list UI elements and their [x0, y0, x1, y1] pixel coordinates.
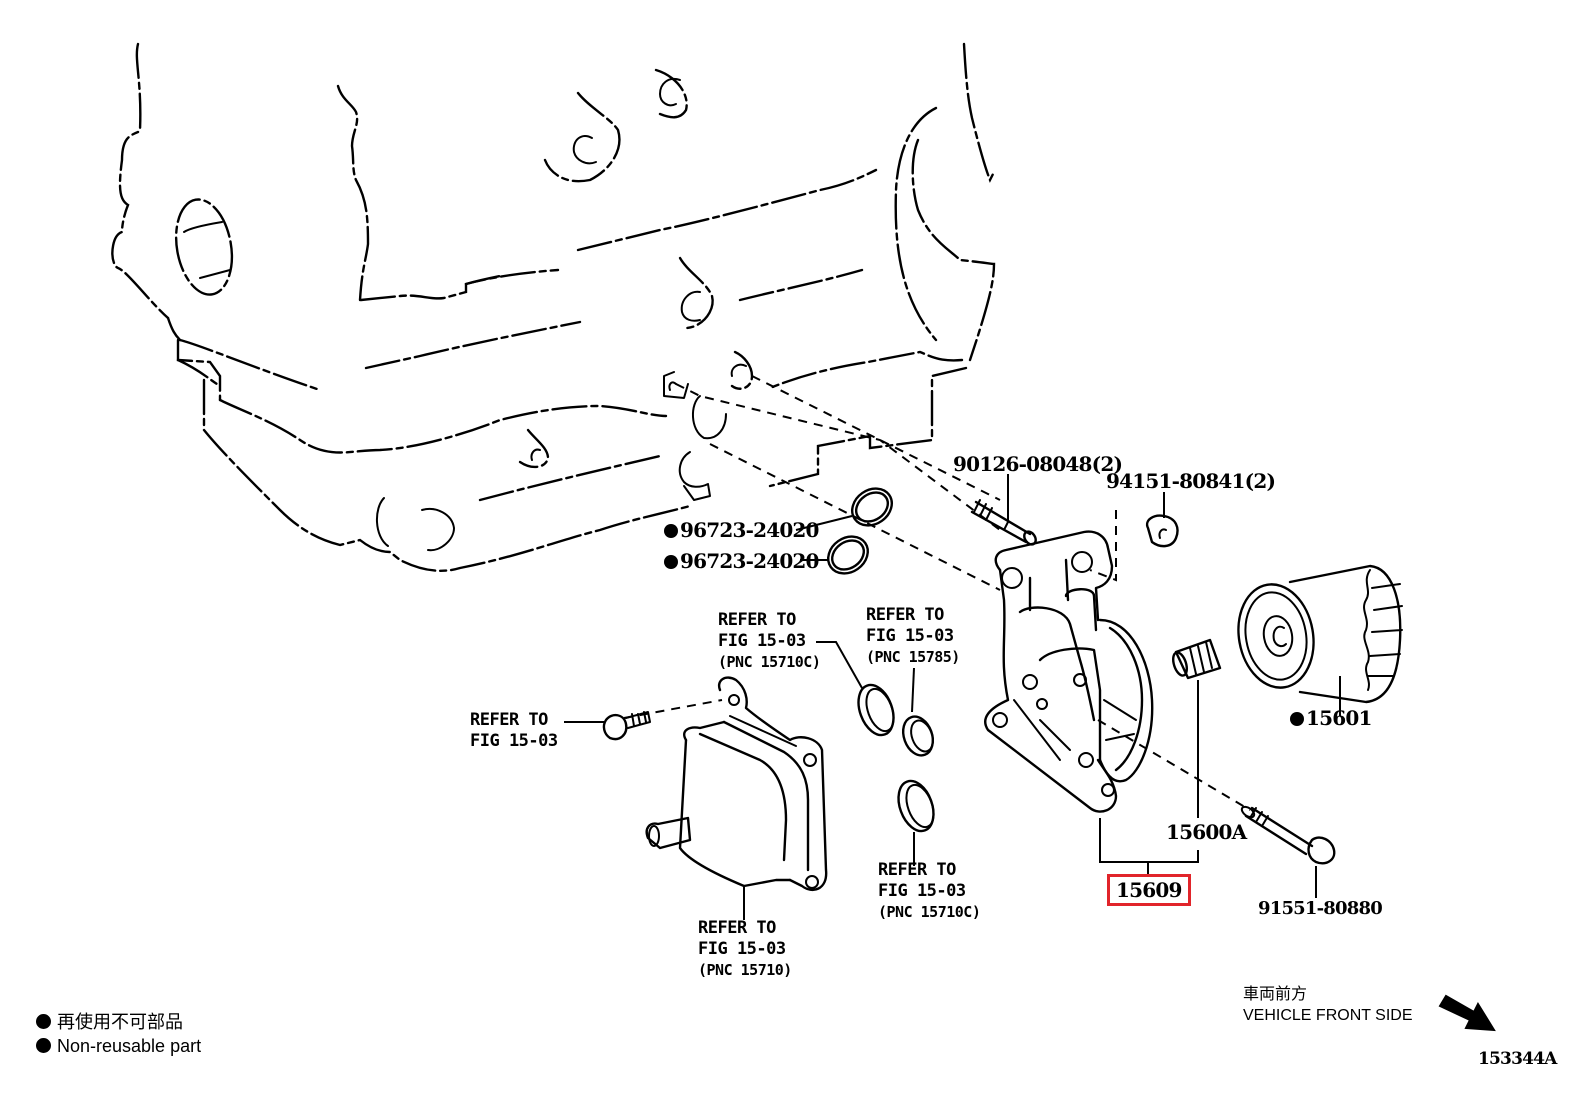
non-reusable-marker-icon	[1290, 712, 1304, 726]
oil-filter-part-no: 15601	[1306, 706, 1372, 730]
gasket-lower-part-no: 96723-24020	[680, 549, 819, 573]
vehicle-front-english: VEHICLE FRONT SIDE	[1243, 1007, 1413, 1024]
callout-gasket-upper[interactable]: 96723-24020	[664, 518, 819, 542]
non-reusable-marker-icon	[36, 1014, 51, 1029]
assembly-lines	[623, 375, 1251, 811]
non-reusable-marker-icon	[664, 555, 678, 569]
refer-line1: REFER TO	[866, 605, 944, 625]
callout-stud[interactable]: 90126-08048(2)	[953, 452, 1123, 476]
refer-line2: FIG 15-03	[878, 881, 966, 901]
oil-filter-part	[1237, 564, 1403, 704]
callout-ring-15785[interactable]: REFER TO FIG 15-03 (PNC 15785)	[866, 605, 960, 668]
vehicle-front-note: 車両前方 VEHICLE FRONT SIDE	[1243, 984, 1413, 1026]
callout-ring-15710c-bottom[interactable]: REFER TO FIG 15-03 (PNC 15710C)	[878, 860, 981, 923]
refer-pnc: (PNC 15710C)	[718, 653, 821, 671]
o-ring-gaskets	[827, 487, 893, 575]
cooler-seal-rings	[857, 683, 935, 833]
refer-pnc: (PNC 15710C)	[878, 903, 981, 921]
callout-oil-filter[interactable]: 15601	[1290, 706, 1372, 730]
callout-nut[interactable]: 94151-80841(2)	[1106, 469, 1276, 493]
non-reusable-marker-icon	[664, 524, 678, 538]
arrow-down-right-icon	[1438, 994, 1496, 1032]
callout-cooler-bolt[interactable]: REFER TO FIG 15-03	[470, 710, 558, 752]
legend-japanese: 再使用不可部品	[36, 1010, 183, 1034]
callout-oil-cooler[interactable]: REFER TO FIG 15-03 (PNC 15710)	[698, 918, 792, 981]
leader-lines	[564, 474, 1341, 920]
oil-cooler-part	[645, 676, 828, 891]
callout-bolt[interactable]: 91551-80880	[1258, 898, 1383, 919]
refer-line1: REFER TO	[698, 918, 776, 938]
stud-part	[970, 499, 1037, 546]
refer-line1: REFER TO	[470, 710, 548, 730]
union-part	[1171, 638, 1222, 680]
callout-gasket-lower[interactable]: 96723-24020	[664, 549, 819, 573]
callout-union[interactable]: 15600A	[1166, 820, 1247, 844]
refer-line2: FIG 15-03	[718, 631, 806, 651]
engine-block-holes	[174, 68, 754, 552]
refer-line1: REFER TO	[878, 860, 956, 880]
callout-bracket-assy-highlighted[interactable]: 15609	[1107, 874, 1191, 906]
figure-id: 153344A	[1478, 1049, 1557, 1069]
refer-line2: FIG 15-03	[470, 731, 558, 751]
callout-ring-15710c-top[interactable]: REFER TO FIG 15-03 (PNC 15710C)	[718, 610, 821, 673]
refer-line2: FIG 15-03	[866, 626, 954, 646]
legend-english-text: Non-reusable part	[57, 1036, 202, 1056]
nut-part	[1145, 514, 1179, 548]
cooler-bolt-part	[602, 711, 651, 741]
refer-line1: REFER TO	[718, 610, 796, 630]
engine-block-outline	[111, 42, 996, 572]
refer-pnc: (PNC 15785)	[866, 648, 960, 666]
vehicle-front-japanese: 車両前方	[1243, 986, 1308, 1003]
gasket-upper-part-no: 96723-24020	[680, 518, 819, 542]
legend-japanese-text: 再使用不可部品	[57, 1012, 183, 1032]
refer-line2: FIG 15-03	[698, 939, 786, 959]
legend-english: Non-reusable part	[36, 1034, 201, 1058]
oil-filter-bracket-part	[984, 530, 1154, 813]
bolt-part	[1240, 805, 1336, 865]
refer-pnc: (PNC 15710)	[698, 961, 792, 979]
non-reusable-marker-icon	[36, 1038, 51, 1053]
